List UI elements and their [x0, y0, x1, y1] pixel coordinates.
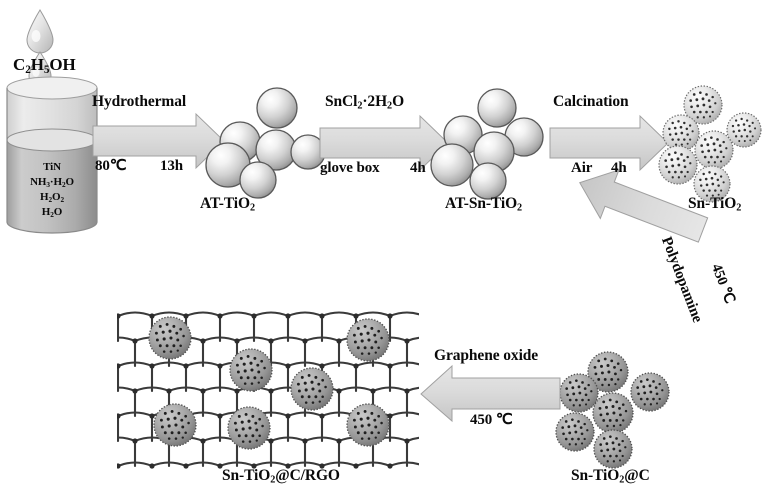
- condition-temp-80: 80℃: [95, 158, 127, 174]
- ethanol-label: C2H5OH: [13, 55, 76, 76]
- reagent-graphene-oxide: Graphene oxide: [434, 347, 539, 364]
- particle-cluster-sn-tio2: [658, 85, 762, 203]
- vessel-contents: TiN NH3·H2O H2O2 H2O: [7, 160, 97, 221]
- vessel-rim: [6, 76, 98, 100]
- condition-glovebox: glove box: [320, 160, 380, 176]
- liquid-surface: [6, 128, 98, 152]
- condition-air: Air: [571, 160, 593, 176]
- reagent-calcination: Calcination: [553, 93, 629, 110]
- condition-time-4h-step2: 4h: [410, 160, 426, 176]
- product-label-sn-tio2: Sn-TiO2: [688, 195, 742, 214]
- product-label-sn-tio2-c-rgo: Sn-TiO2@C/RGO: [222, 467, 340, 486]
- vessel-content-water: H2O: [41, 206, 63, 220]
- product-label-at-tio2: AT-TiO2: [200, 195, 255, 214]
- ethanol-droplet-upper: [26, 9, 54, 54]
- vessel-liquid: [7, 140, 97, 233]
- particle-cluster-on-rgo: [148, 316, 390, 450]
- reagent-hydrothermal: Hydrothermal: [92, 93, 187, 110]
- vessel-content-ammonia: NH3·H2O: [30, 175, 74, 189]
- reaction-vessel: [6, 9, 98, 234]
- arrow-graphene-oxide: [420, 364, 561, 423]
- product-label-at-sn-tio2: AT-Sn-TiO2: [445, 195, 523, 214]
- arrow-calcination: [549, 114, 669, 172]
- condition-time-13h: 13h: [160, 158, 184, 174]
- vessel-outline: [6, 88, 98, 234]
- particle-cluster-sn-tio2-c: [555, 351, 670, 469]
- condition-time-4h-step3: 4h: [611, 160, 627, 176]
- vessel-content-peroxide: H2O2: [40, 190, 64, 204]
- vessel-body-upper: [7, 88, 97, 140]
- product-label-sn-tio2-c: Sn-TiO2@C: [571, 467, 650, 486]
- condition-temp-450-graphene: 450 ℃: [470, 412, 513, 428]
- vessel-content-tin: TiN: [43, 161, 61, 173]
- arrow-polydopamine: [579, 169, 709, 243]
- particle-cluster-at-sn-tio2: [430, 88, 544, 200]
- reagent-sncl2: SnCl2·2H2O: [325, 93, 405, 112]
- particle-cluster-at-tio2: [205, 87, 326, 199]
